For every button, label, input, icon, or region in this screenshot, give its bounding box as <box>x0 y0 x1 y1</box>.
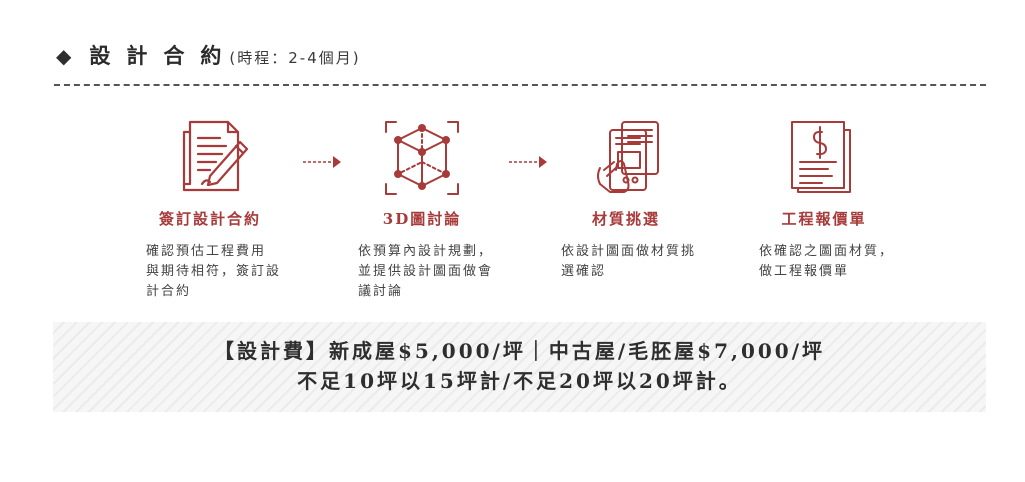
section-heading: ◆ 設計合約 (時程：2-4個月) <box>56 40 361 70</box>
step-title: 工程報價單 <box>781 210 867 228</box>
step-title: 3D圖討論 <box>382 210 462 228</box>
step-description: 依確認之圖面材質， 做工程報價單 <box>759 244 895 279</box>
dashed-divider <box>54 84 986 86</box>
3d-cube-icon <box>382 118 462 198</box>
section-title: 設計合約 <box>89 43 238 68</box>
step-title: 材質挑選 <box>591 210 660 228</box>
arrow-right-icon <box>303 156 341 168</box>
step-description: 依設計圖面做材質挑 選確認 <box>561 244 697 279</box>
step-description: 確認預估工程費用 與期待相符，簽訂設 計合約 <box>146 244 282 299</box>
step-title: 簽訂設計合約 <box>158 210 261 228</box>
fee-line-2: 不足10坪以15坪計/不足20坪以20坪計。 <box>297 369 742 393</box>
section-duration: (時程：2-4個月) <box>229 49 361 67</box>
design-fee-text: 【設計費】新成屋$5,000/坪｜中古屋/毛胚屋$7,000/坪 不足10坪以1… <box>53 336 986 396</box>
diamond-marker-icon: ◆ <box>56 44 72 68</box>
design-fee-box: 【設計費】新成屋$5,000/坪｜中古屋/毛胚屋$7,000/坪 不足10坪以1… <box>53 322 986 412</box>
contract-signing-icon <box>176 118 256 198</box>
quotation-invoice-icon <box>784 118 864 198</box>
arrow-right-icon <box>509 156 547 168</box>
material-swatch-icon <box>590 118 670 198</box>
fee-line-1: 【設計費】新成屋$5,000/坪｜中古屋/毛胚屋$7,000/坪 <box>214 339 825 363</box>
step-description: 依預算內設計規劃， 並提供設計圖面做會 議討論 <box>358 244 494 299</box>
